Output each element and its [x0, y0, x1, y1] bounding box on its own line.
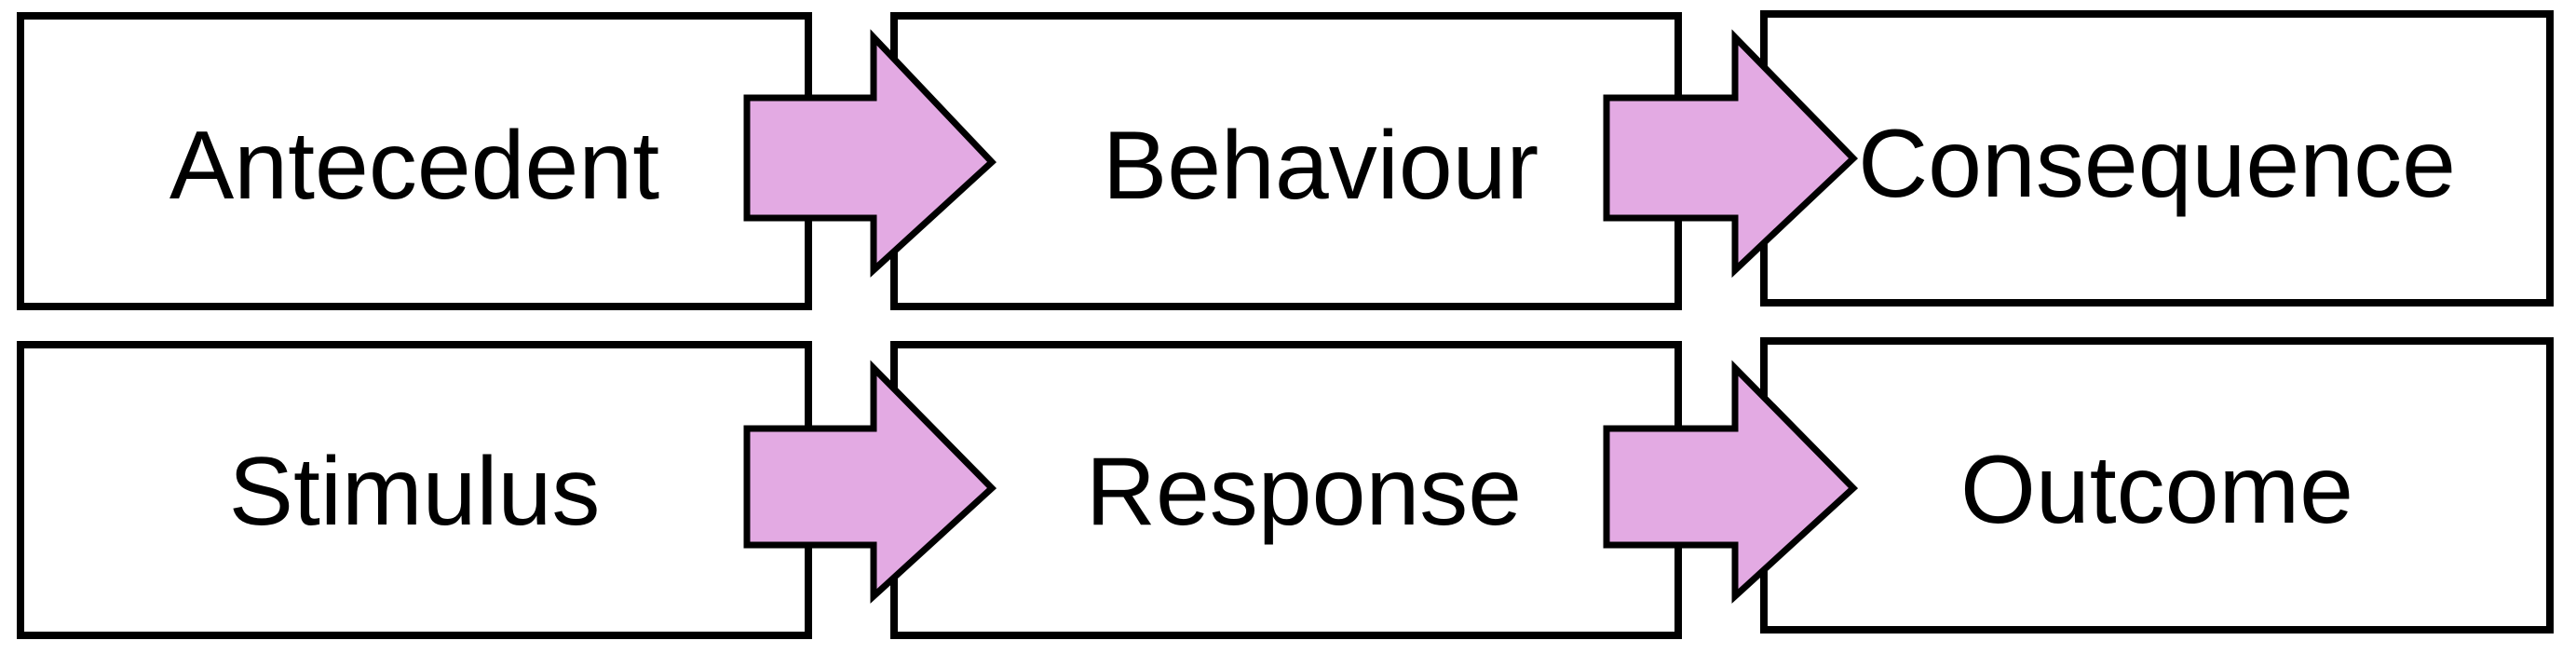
box-label-response: Response: [1086, 438, 1522, 546]
row-1: Antecedent Behaviour Consequence: [17, 10, 2554, 310]
box-antecedent: Antecedent: [17, 12, 812, 310]
box-behaviour: Behaviour: [890, 12, 1682, 310]
box-response: Response: [890, 341, 1682, 639]
arrow-antecedent-to-behaviour: [743, 29, 997, 278]
row-2: Stimulus Response Outcome: [17, 337, 2554, 639]
box-label-consequence: Consequence: [1858, 110, 2456, 218]
arrow-behaviour-to-consequence: [1603, 29, 1858, 279]
box-label-outcome: Outcome: [1960, 436, 2353, 544]
box-outcome: Outcome: [1760, 337, 2554, 634]
box-stimulus: Stimulus: [17, 341, 812, 639]
box-consequence: Consequence: [1760, 10, 2554, 307]
arrow-stimulus-to-response: [743, 360, 997, 604]
box-label-behaviour: Behaviour: [1103, 112, 1539, 220]
box-label-antecedent: Antecedent: [169, 112, 659, 220]
box-label-stimulus: Stimulus: [229, 438, 601, 546]
arrow-response-to-outcome: [1603, 360, 1859, 604]
